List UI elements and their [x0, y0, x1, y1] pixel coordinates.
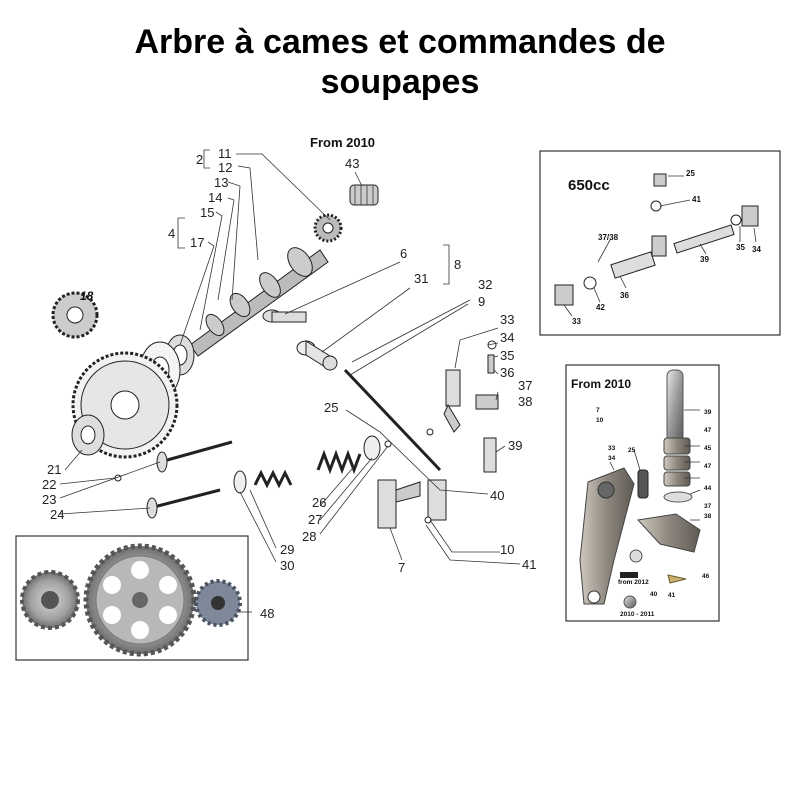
inset-2010-label-47a: 47 — [704, 427, 712, 434]
label-39: 39 — [508, 438, 522, 453]
inset-2010-label-25: 25 — [628, 447, 636, 454]
rocker-assembly-center — [377, 479, 447, 529]
inset-650-label-34: 34 — [752, 245, 761, 254]
label-13: 13 — [214, 175, 228, 190]
small-parts — [114, 340, 497, 524]
label-40: 40 — [490, 488, 504, 503]
inset-2010-label-from-2012: from 2012 — [618, 579, 649, 586]
label-37: 37 — [518, 378, 532, 393]
label-22: 22 — [42, 477, 56, 492]
bracket-4 — [177, 217, 185, 249]
label-12: 12 — [218, 160, 232, 175]
label-48: 48 — [260, 606, 274, 621]
label-18: 18 — [80, 289, 94, 303]
label-11: 11 — [218, 146, 232, 161]
rocker-arm-left — [443, 369, 499, 433]
label-2: 2 — [196, 152, 203, 167]
inset-650-label-41: 41 — [692, 195, 701, 204]
inset-650-label-36: 36 — [620, 291, 629, 300]
label-23: 23 — [42, 492, 56, 507]
inset-650cc: 650cc 25 41 37/38 39 35 34 36 42 33 — [539, 150, 781, 336]
label-32: 32 — [478, 277, 492, 292]
from-2010-label: From 2010 — [310, 135, 375, 150]
label-24: 24 — [50, 507, 64, 522]
inset-2010-label-33: 33 — [608, 445, 616, 452]
inset-2010-label-38: 38 — [704, 513, 712, 520]
label-8: 8 — [454, 257, 461, 272]
valve-spring-small — [233, 469, 293, 494]
inset-2010-label-7: 7 — [596, 407, 600, 414]
label-33: 33 — [500, 312, 514, 327]
label-43: 43 — [345, 156, 359, 171]
inset-650-label-35: 35 — [736, 243, 745, 252]
inset-2010-label-46: 46 — [702, 573, 710, 580]
tappet-part — [262, 309, 307, 323]
inset-2010-label-37: 37 — [704, 503, 712, 510]
inset-2010-label-years: 2010 - 2011 — [620, 611, 655, 618]
label-4: 4 — [168, 226, 175, 241]
inset-2010-label-47b: 47 — [704, 463, 712, 470]
bracket-2 — [203, 149, 210, 169]
inset-650-label-37-38: 37/38 — [598, 233, 619, 242]
bevel-gear-part — [313, 213, 343, 243]
main-diagram: From 2010 2 11 12 13 14 15 4 17 18 43 6 … — [42, 135, 536, 575]
label-28: 28 — [302, 529, 316, 544]
label-25: 25 — [324, 400, 338, 415]
valve-intake-part — [156, 440, 233, 473]
inset-650-heading: 650cc — [568, 177, 610, 194]
inset-gears-photo: 48 — [15, 535, 274, 661]
bracket-8 — [443, 244, 450, 285]
rocker-shaft-39 — [483, 437, 497, 473]
label-35: 35 — [500, 348, 514, 363]
inset-2010-label-34: 34 — [608, 455, 616, 462]
inset-650-label-42: 42 — [596, 303, 605, 312]
label-14: 14 — [208, 190, 222, 205]
label-6: 6 — [400, 246, 407, 261]
label-29: 29 — [280, 542, 294, 557]
valve-spring-large — [316, 435, 381, 475]
label-7: 7 — [398, 560, 405, 575]
inset-2010-heading: From 2010 — [571, 377, 631, 391]
title-line-1: Arbre à cames et commandes de — [134, 23, 666, 61]
valve-exhaust-part — [146, 488, 221, 519]
rocker-arm-photo — [579, 467, 635, 605]
rocker-shaft-photo — [666, 369, 684, 443]
needle-bearing-part — [349, 184, 379, 206]
label-9: 9 — [478, 294, 485, 309]
inset-2010-label-41: 41 — [668, 592, 676, 599]
label-38: 38 — [518, 394, 532, 409]
label-27: 27 — [308, 512, 322, 527]
label-34: 34 — [500, 330, 514, 345]
inset-650-label-39: 39 — [700, 255, 709, 264]
inset-650-label-33: 33 — [572, 317, 581, 326]
label-17: 17 — [190, 235, 204, 250]
pushrod-part — [343, 368, 442, 472]
gear-18-part — [51, 291, 99, 339]
inset-from-2010: From 2010 7 10 39 47 45 47 33 34 25 44 3… — [565, 364, 720, 622]
inset-2010-label-39: 39 — [704, 409, 712, 416]
inset-2010-label-45: 45 — [704, 445, 712, 452]
label-21: 21 — [47, 462, 61, 477]
inset-2010-label-44: 44 — [704, 485, 712, 492]
camshaft-part — [189, 247, 329, 357]
label-26: 26 — [312, 495, 326, 510]
inset-2010-label-10: 10 — [596, 417, 604, 424]
inset-2010-label-40: 40 — [650, 591, 658, 598]
label-36: 36 — [500, 365, 514, 380]
label-41: 41 — [522, 557, 536, 572]
pinion-part — [71, 414, 105, 456]
inset-650-label-25: 25 — [686, 169, 695, 178]
label-31: 31 — [414, 271, 428, 286]
main-labels: From 2010 2 11 12 13 14 15 4 17 18 43 6 … — [42, 135, 536, 575]
title-line-2: soupapes — [320, 63, 480, 101]
page-title: Arbre à cames et commandes de soupapes — [0, 22, 800, 102]
tappet-guide-part — [296, 340, 338, 371]
label-30: 30 — [280, 558, 294, 573]
label-15: 15 — [200, 205, 214, 220]
label-10: 10 — [500, 542, 514, 557]
